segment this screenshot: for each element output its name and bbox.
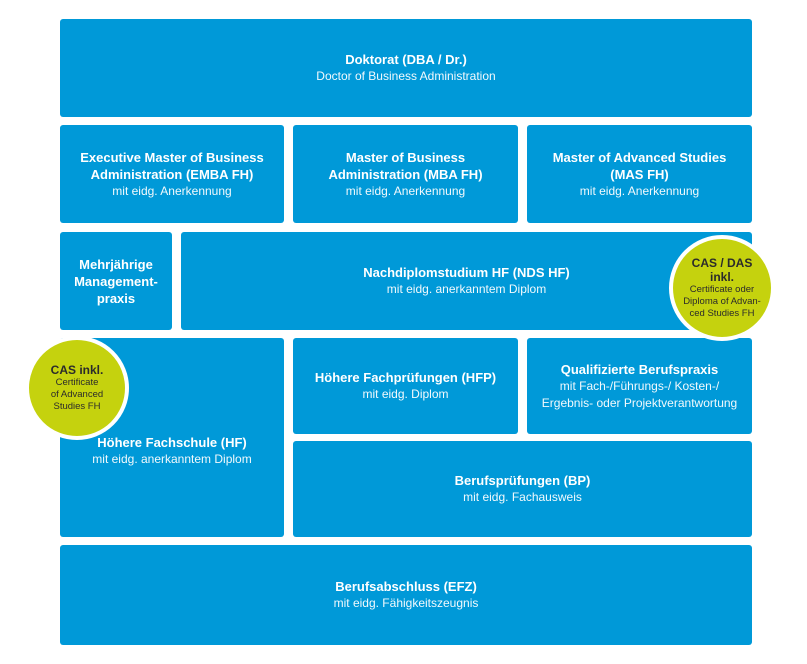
- nds-subtitle: mit eidg. anerkanntem Diplom: [386, 282, 547, 296]
- management-title: Mehrjährige Management- praxis: [74, 256, 158, 306]
- emba-box: Executive Master of Business Administrat…: [60, 125, 284, 223]
- bp-subtitle: mit eidg. Fachausweis: [463, 490, 582, 504]
- cas-badge: CAS inkl. Certificate of Advanced Studie…: [25, 336, 129, 440]
- mba-subtitle: mit eidg. Anerkennung: [345, 183, 466, 198]
- mba-box: Master of Business Administration (MBA F…: [293, 125, 518, 223]
- cas-das-badge-title: CAS / DAS inkl.: [691, 256, 753, 284]
- doktorat-title: Doktorat (DBA / Dr.): [345, 52, 467, 67]
- cas-badge-subtitle: Certificate of Advanced Studies FH: [50, 377, 104, 412]
- management-box: Mehrjährige Management- praxis: [60, 232, 172, 330]
- cas-das-badge: CAS / DAS inkl. Certificate oder Diploma…: [669, 235, 775, 341]
- doktorat-box: Doktorat (DBA / Dr.) Doctor of Business …: [60, 19, 752, 117]
- efz-subtitle: mit eidg. Fähigkeitszeugnis: [333, 596, 479, 610]
- emba-title: Executive Master of Business Administrat…: [80, 149, 264, 182]
- efz-title: Berufsabschluss (EFZ): [335, 579, 477, 594]
- hfp-box: Höhere Fachprüfungen (HFP) mit eidg. Dip…: [293, 338, 518, 434]
- cas-das-badge-subtitle: Certificate oder Diploma of Advan- ced S…: [683, 284, 761, 319]
- hfp-subtitle: mit eidg. Diplom: [362, 387, 449, 401]
- berufspraxis-title: Qualifizierte Berufspraxis: [560, 361, 719, 377]
- mas-box: Master of Advanced Studies (MAS FH) mit …: [527, 125, 752, 223]
- nds-title: Nachdiplomstudium HF (NDS HF): [363, 265, 570, 280]
- hf-title: Höhere Fachschule (HF): [97, 435, 247, 450]
- hf-box: Höhere Fachschule (HF) mit eidg. anerkan…: [60, 338, 284, 537]
- efz-box: Berufsabschluss (EFZ) mit eidg. Fähigkei…: [60, 545, 752, 645]
- berufspraxis-box: Qualifizierte Berufspraxis mit Fach-/Füh…: [527, 338, 752, 434]
- bp-title: Berufsprüfungen (BP): [454, 473, 591, 488]
- hfp-title: Höhere Fachprüfungen (HFP): [314, 370, 497, 385]
- doktorat-subtitle: Doctor of Business Administration: [316, 69, 496, 83]
- nds-box: Nachdiplomstudium HF (NDS HF) mit eidg. …: [181, 232, 752, 330]
- mba-title: Master of Business Administration (MBA F…: [328, 149, 483, 182]
- bp-box: Berufsprüfungen (BP) mit eidg. Fachauswe…: [293, 441, 752, 537]
- cas-badge-title: CAS inkl.: [50, 363, 104, 377]
- mas-subtitle: mit eidg. Anerkennung: [579, 183, 700, 198]
- hf-subtitle: mit eidg. anerkanntem Diplom: [92, 452, 252, 466]
- emba-subtitle: mit eidg. Anerkennung: [112, 183, 232, 198]
- berufspraxis-subtitle: mit Fach-/Führungs-/ Kosten-/ Ergebnis- …: [541, 378, 738, 410]
- mas-title: Master of Advanced Studies (MAS FH): [552, 149, 727, 182]
